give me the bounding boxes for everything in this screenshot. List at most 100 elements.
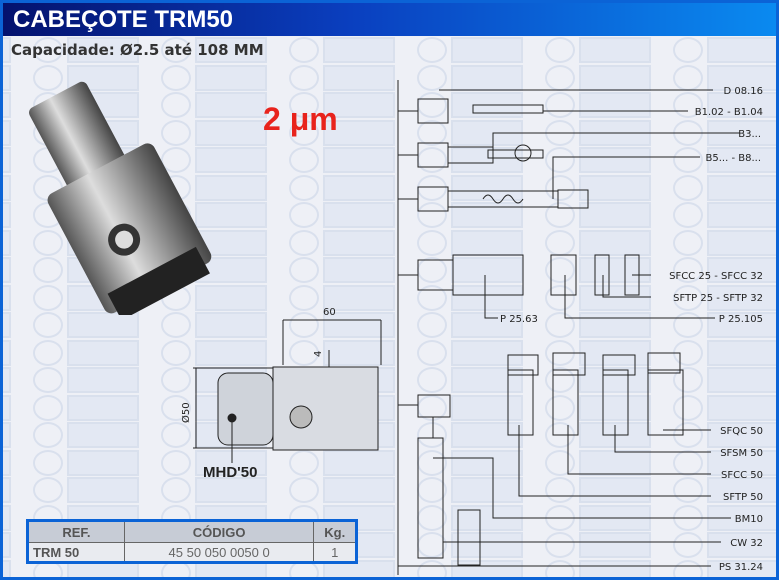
watermark-logo-mark: [417, 367, 447, 393]
watermark-logo-mark: [545, 367, 575, 393]
watermark-logo-mark: [545, 147, 575, 173]
watermark-logo-mark: [545, 394, 575, 421]
watermark-logo-box: [67, 449, 139, 476]
watermark-logo-box: [195, 64, 267, 91]
table-header-row: REF. CÓDIGO Kg.: [27, 520, 357, 543]
watermark-tile: [33, 37, 153, 63]
watermark-logo-box: [323, 312, 395, 338]
watermark-logo-box: [579, 532, 651, 558]
watermark-logo-mark: [417, 229, 447, 256]
watermark-logo-box: [3, 312, 11, 338]
watermark-logo-mark: [289, 37, 319, 63]
watermark-tile: [3, 312, 25, 338]
watermark-tile: [545, 147, 665, 173]
watermark-tile: [673, 284, 776, 311]
watermark-logo-box: [3, 339, 11, 366]
watermark-logo-box: [323, 92, 395, 118]
watermark-logo-box: [323, 229, 395, 256]
watermark-logo-box: [451, 284, 523, 311]
label-p25105: P 25.105: [719, 314, 763, 325]
watermark-logo-mark: [545, 312, 575, 338]
watermark-tile: [289, 174, 409, 201]
watermark-tile: [673, 37, 776, 63]
watermark-tile: [3, 202, 25, 228]
watermark-logo-mark: [33, 64, 63, 91]
watermark-logo-box: [579, 477, 651, 503]
cell-kg: 1: [313, 542, 357, 563]
watermark-logo-mark: [289, 339, 319, 366]
watermark-logo-box: [451, 202, 523, 228]
watermark-tile: [33, 449, 153, 476]
watermark-tile: [3, 174, 25, 201]
watermark-tile: [3, 339, 25, 366]
watermark-logo-box: [195, 119, 267, 146]
watermark-tile: [33, 477, 153, 503]
watermark-logo-mark: [33, 422, 63, 448]
watermark-logo-box: [579, 147, 651, 173]
watermark-logo-mark: [33, 312, 63, 338]
watermark-logo-mark: [545, 477, 575, 503]
watermark-tile: [289, 312, 409, 338]
watermark-logo-box: [323, 202, 395, 228]
watermark-logo-mark: [545, 174, 575, 201]
watermark-tile: [673, 92, 776, 118]
dim-length: 60: [323, 307, 336, 318]
dim-small: 4: [313, 351, 324, 357]
watermark-logo-mark: [673, 202, 703, 228]
watermark-tile: [3, 284, 25, 311]
watermark-logo-mark: [33, 477, 63, 503]
watermark-logo-mark: [33, 257, 63, 283]
watermark-logo-box: [323, 64, 395, 91]
watermark-tile: [3, 257, 25, 283]
watermark-tile: [673, 229, 776, 256]
watermark-tile: [3, 92, 25, 118]
label-cw32: CW 32: [730, 538, 763, 549]
watermark-tile: [545, 477, 665, 503]
tooling-diagram: 60 4 Ø50 D 08.16 B1.02 - B1.04 B3... B5.…: [180, 80, 763, 575]
watermark-logo-box: [707, 202, 776, 228]
watermark-logo-mark: [161, 147, 191, 173]
watermark-logo-box: [579, 559, 651, 577]
watermark-logo-box: [707, 367, 776, 393]
watermark-logo-mark: [673, 174, 703, 201]
watermark-logo-box: [707, 229, 776, 256]
watermark-tile: [3, 147, 25, 173]
watermark-logo-mark: [289, 284, 319, 311]
watermark-logo-mark: [289, 312, 319, 338]
label-sftp50: SFTP 50: [723, 492, 763, 503]
watermark-logo-box: [67, 367, 139, 393]
watermark-logo-box: [3, 147, 11, 173]
watermark-tile: [673, 422, 776, 448]
watermark-logo-box: [323, 147, 395, 173]
table-row: TRM 50 45 50 050 0050 0 1: [27, 542, 357, 563]
watermark-logo-box: [451, 257, 523, 283]
watermark-tile: [3, 229, 25, 256]
watermark-logo-mark: [673, 92, 703, 118]
watermark-logo-mark: [289, 229, 319, 256]
watermark-logo-mark: [545, 202, 575, 228]
watermark-logo-box: [451, 367, 523, 393]
watermark-tile: [545, 394, 665, 421]
watermark-tile: [545, 532, 665, 558]
label-bm10: BM10: [735, 514, 763, 525]
page-title: CABEÇOTE TRM50: [13, 6, 234, 33]
watermark-logo-box: [579, 202, 651, 228]
watermark-tile: [673, 532, 776, 558]
watermark-logo-box: [195, 449, 267, 476]
watermark-logo-box: [579, 312, 651, 338]
watermark-logo-box: [3, 229, 11, 256]
watermark-logo-box: [707, 92, 776, 118]
watermark-logo-box: [195, 174, 267, 201]
watermark-tile: [161, 477, 281, 503]
watermark-logo-mark: [161, 422, 191, 448]
watermark-tile: [289, 229, 409, 256]
watermark-tile: [417, 559, 537, 577]
watermark-tile: [417, 339, 537, 366]
watermark-logo-mark: [289, 64, 319, 91]
watermark-logo-mark: [417, 312, 447, 338]
watermark-logo-mark: [161, 92, 191, 118]
watermark-logo-box: [195, 339, 267, 366]
watermark-logo-box: [579, 174, 651, 201]
watermark-logo-box: [707, 312, 776, 338]
watermark-tile: [289, 92, 409, 118]
